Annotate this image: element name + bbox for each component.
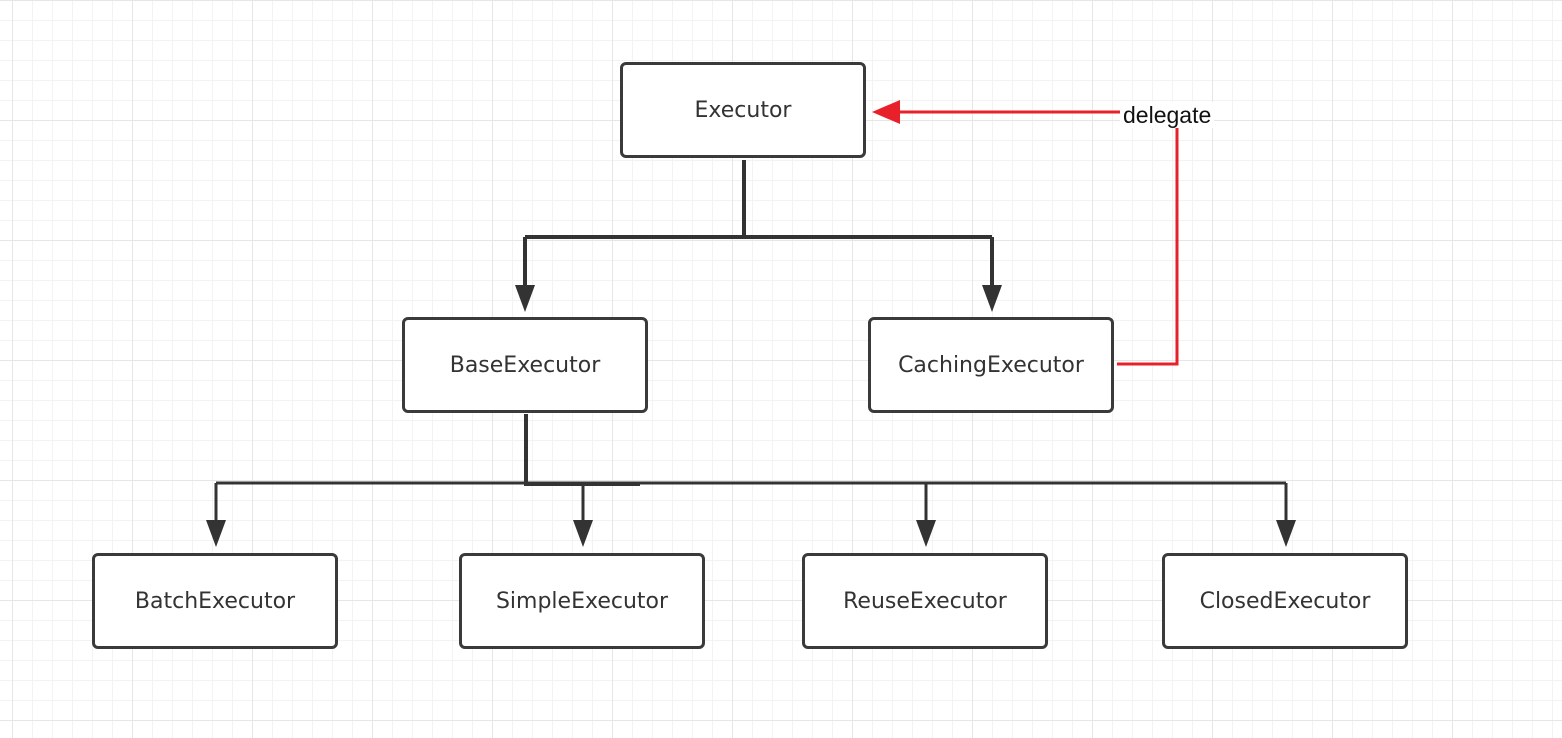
node-base-executor-label: BaseExecutor — [449, 352, 601, 378]
node-batch-executor-label: BatchExecutor — [134, 588, 296, 614]
node-caching-executor-label: CachingExecutor — [898, 352, 1084, 378]
arrowhead-simple-executor — [573, 520, 593, 547]
edge-base-executor-trunk — [524, 414, 640, 486]
node-simple-executor-label: SimpleExecutor — [495, 588, 669, 614]
arrowhead-caching-executor — [982, 285, 1002, 312]
node-closed-executor-label: ClosedExecutor — [1199, 588, 1371, 614]
node-base-executor[interactable]: BaseExecutor — [402, 317, 648, 413]
node-batch-executor[interactable]: BatchExecutor — [92, 553, 338, 649]
arrowhead-batch-executor — [206, 520, 226, 547]
node-executor-label: Executor — [694, 97, 792, 123]
arrowhead-reuse-executor — [916, 520, 936, 547]
node-reuse-executor-label: ReuseExecutor — [843, 588, 1007, 614]
arrowhead-closed-executor — [1276, 520, 1296, 547]
node-executor[interactable]: Executor — [620, 62, 866, 158]
arrowhead-base-executor — [515, 285, 535, 312]
delegate-edge-label: delegate — [1120, 102, 1215, 128]
edge-executor-children — [523, 160, 994, 288]
node-closed-executor[interactable]: ClosedExecutor — [1162, 553, 1408, 649]
edge-delegate — [898, 110, 1179, 366]
node-caching-executor[interactable]: CachingExecutor — [868, 317, 1114, 413]
edge-base-executor-children — [214, 414, 1288, 522]
node-simple-executor[interactable]: SimpleExecutor — [459, 553, 705, 649]
node-reuse-executor[interactable]: ReuseExecutor — [802, 553, 1048, 649]
arrowhead-delegate — [872, 100, 900, 124]
